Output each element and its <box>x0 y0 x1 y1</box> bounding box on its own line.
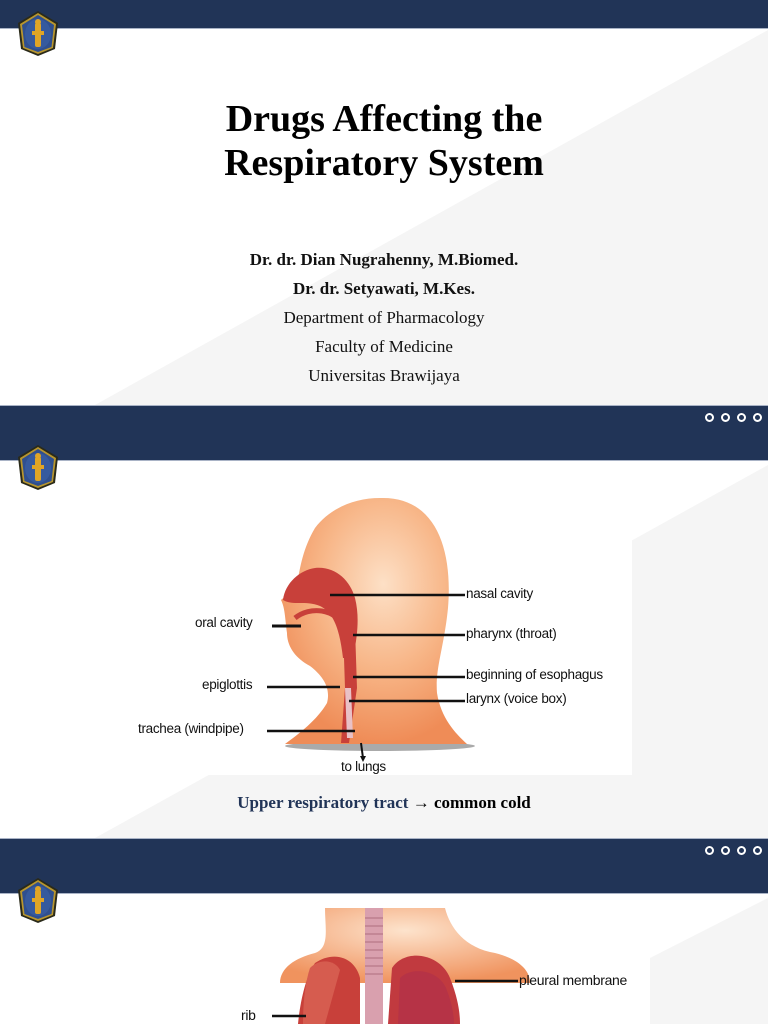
caption-upper-respiratory-tract: Upper respiratory tract <box>237 793 409 812</box>
university-crest-icon <box>18 878 58 923</box>
lungs-anatomy-illustration <box>272 908 530 1024</box>
background-diagonal <box>95 30 768 405</box>
university: Universitas Brawijaya <box>308 366 460 385</box>
arrow-right-icon: → <box>412 793 430 812</box>
label-epiglottis: epiglottis <box>202 677 253 692</box>
caption-common-cold: common cold <box>433 793 531 812</box>
header-band <box>0 839 768 893</box>
label-nasal-cavity: nasal cavity <box>466 586 533 601</box>
label-rib: rib <box>241 1007 256 1023</box>
label-pleural-membrane: pleural membrane <box>519 972 628 988</box>
nav-dot-2[interactable] <box>721 846 730 855</box>
nav-dot-2[interactable] <box>721 413 730 422</box>
header-band-line <box>0 28 768 29</box>
label-trachea: trachea (windpipe) <box>138 721 244 736</box>
author-block: Dr. dr. Dian Nugrahenny, M.Biomed. Dr. d… <box>0 245 768 390</box>
university-crest-icon <box>18 11 58 56</box>
head-anatomy-illustration <box>267 497 475 762</box>
nav-dot-3[interactable] <box>737 413 746 422</box>
department: Department of Pharmacology <box>283 308 485 327</box>
nav-dot-1[interactable] <box>705 413 714 422</box>
label-larynx: larynx (voice box) <box>466 691 567 706</box>
upper-respiratory-diagram: nasal cavity oral cavity pharynx (throat… <box>135 488 632 775</box>
label-esophagus: beginning of esophagus <box>466 667 603 682</box>
slide-2-upper-respiratory: nasal cavity oral cavity pharynx (throat… <box>0 405 768 838</box>
lower-respiratory-diagram: pleural membrane rib <box>120 908 650 1024</box>
nav-dot-4[interactable] <box>753 846 762 855</box>
nav-dot-3[interactable] <box>737 846 746 855</box>
header-band <box>0 406 768 460</box>
slide-nav-dots <box>705 846 762 855</box>
title-line-2: Respiratory System <box>224 142 544 184</box>
nav-dot-4[interactable] <box>753 413 762 422</box>
title-line-1: Drugs Affecting the <box>225 98 543 140</box>
band-top-line <box>0 838 768 839</box>
band-bottom-line <box>0 893 768 894</box>
university-crest-icon <box>18 445 58 490</box>
slide-3-lungs: pleural membrane rib <box>0 838 768 1024</box>
nav-dot-1[interactable] <box>705 846 714 855</box>
band-top-line <box>0 405 768 406</box>
faculty: Faculty of Medicine <box>315 337 453 356</box>
label-oral-cavity: oral cavity <box>195 615 253 630</box>
header-band <box>0 0 768 28</box>
presentation-title: Drugs Affecting the Respiratory System <box>0 97 768 185</box>
label-pharynx: pharynx (throat) <box>466 626 557 641</box>
slide-caption: Upper respiratory tract → common cold <box>0 793 768 813</box>
slide-nav-dots <box>705 413 762 422</box>
author-2: Dr. dr. Setyawati, M.Kes. <box>293 279 475 298</box>
slide-1-title: Drugs Affecting the Respiratory System D… <box>0 0 768 405</box>
band-bottom-line <box>0 460 768 461</box>
label-to-lungs: to lungs <box>341 759 386 774</box>
author-1: Dr. dr. Dian Nugrahenny, M.Biomed. <box>249 250 519 269</box>
